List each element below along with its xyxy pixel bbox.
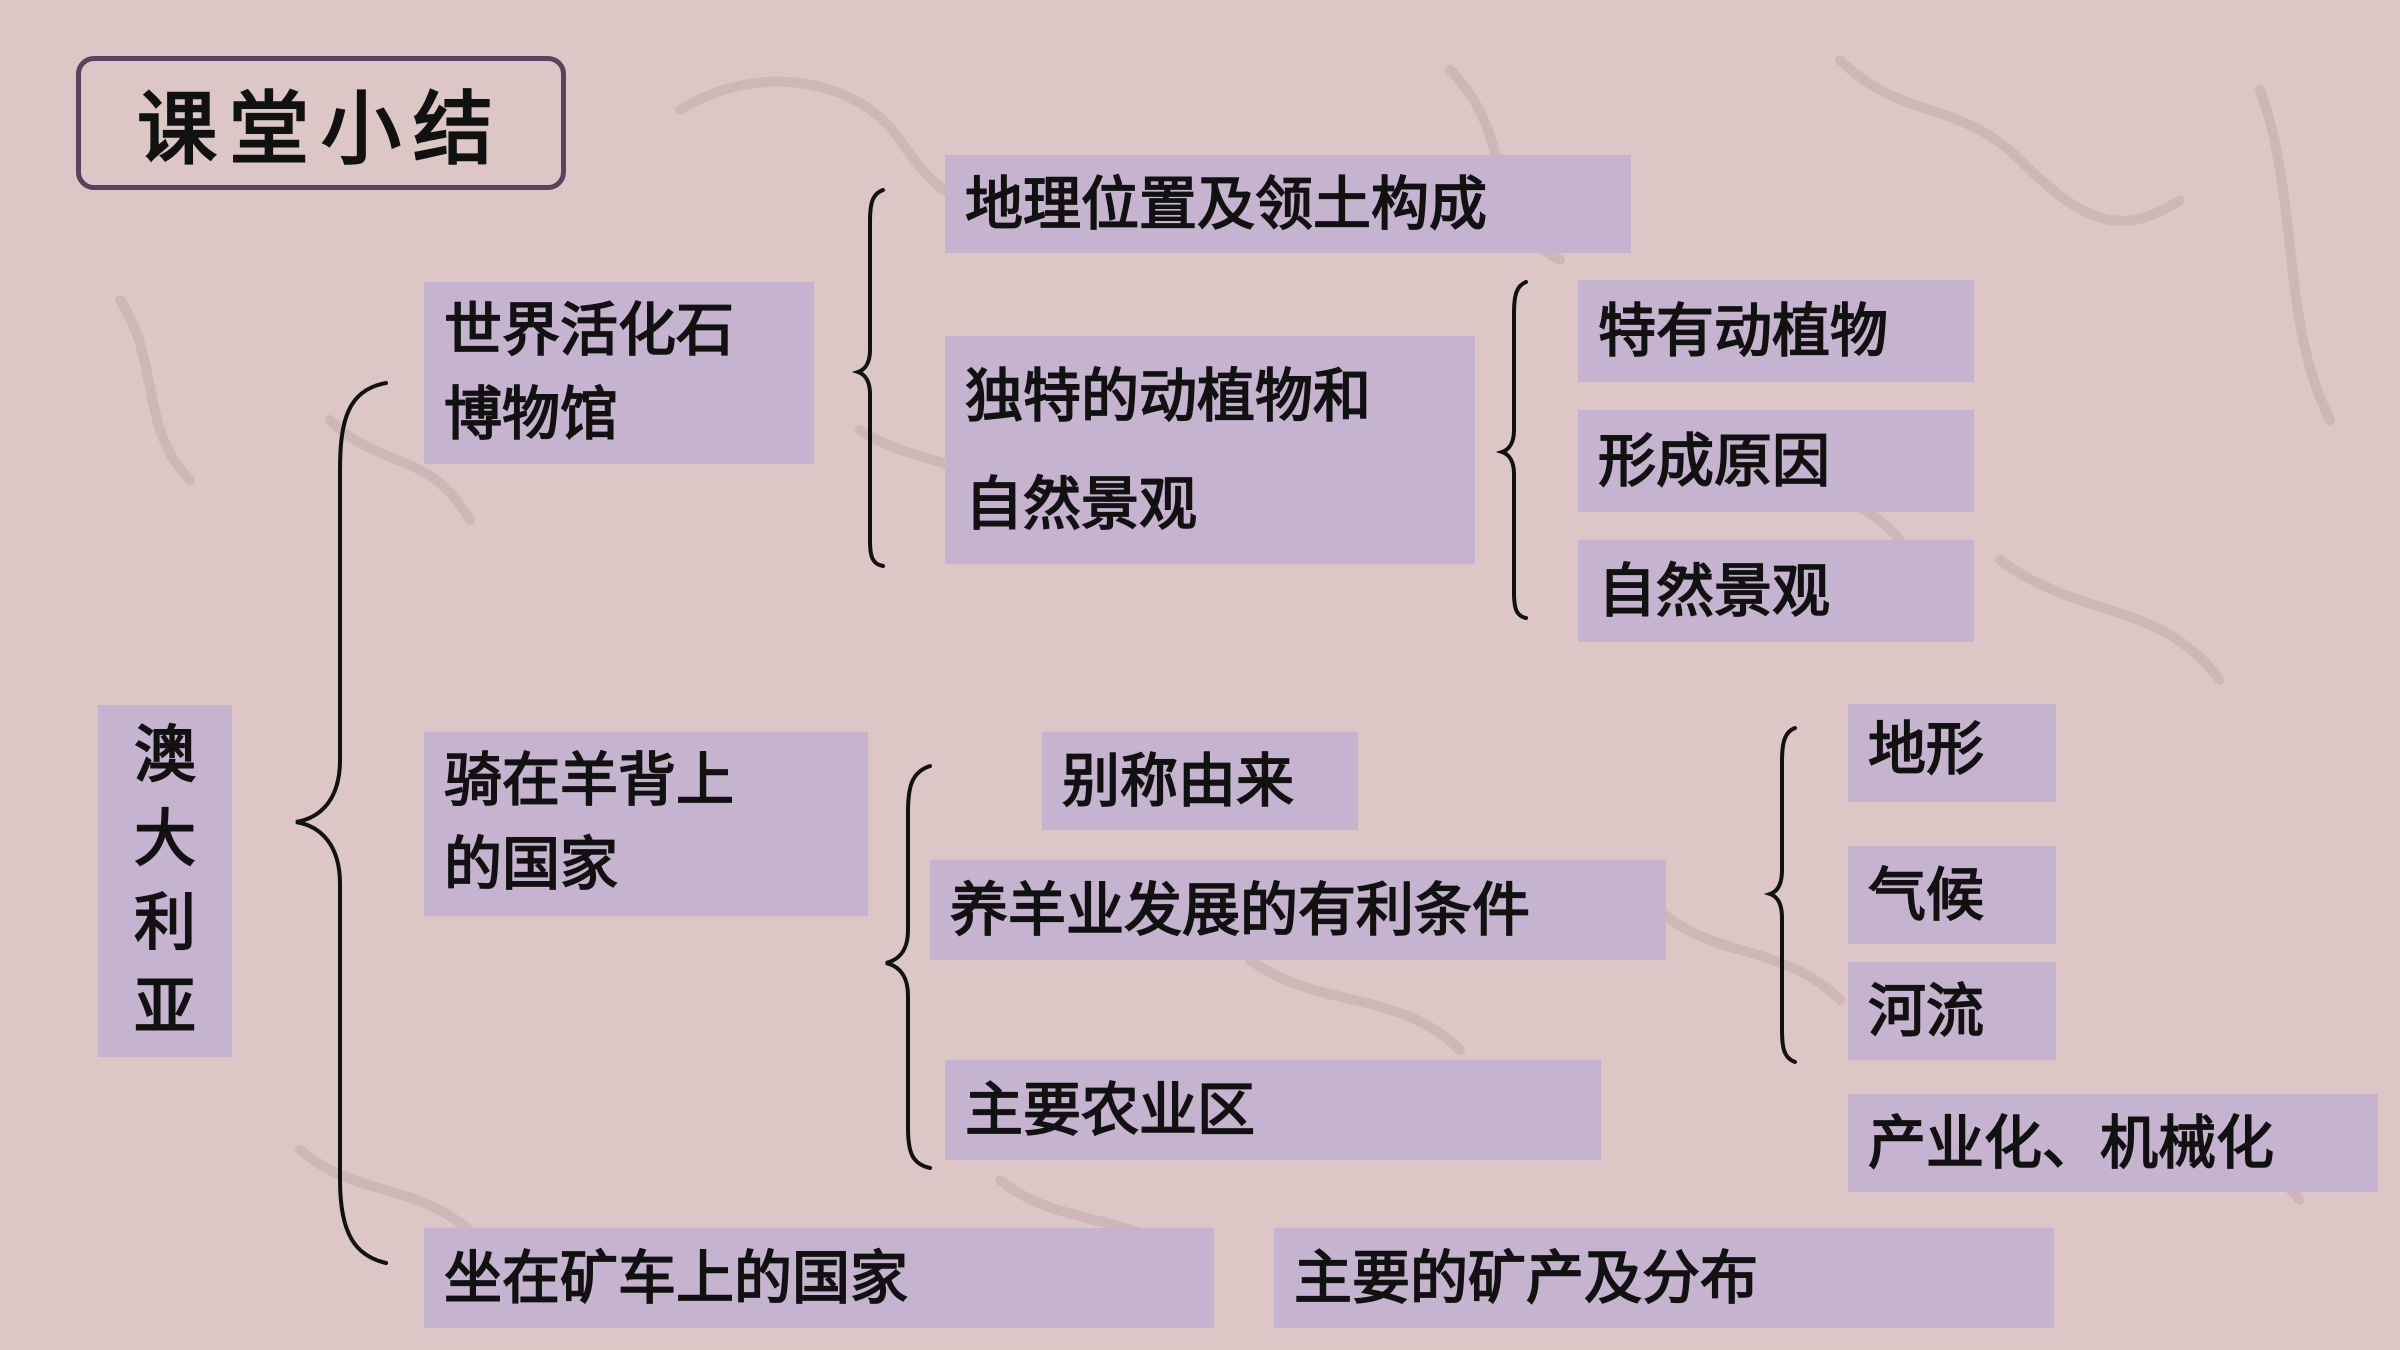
root-char: 大 bbox=[133, 802, 196, 875]
node-geo-position: 地理位置及领土构成 bbox=[945, 155, 1631, 253]
node-fossil-museum: 世界活化石 博物馆 bbox=[424, 282, 814, 464]
node-natural-landscape: 自然景观 bbox=[1578, 540, 1974, 642]
node-endemic-species: 特有动植物 bbox=[1578, 280, 1974, 382]
node-sheep-country-line1: 骑在羊背上 bbox=[444, 746, 735, 814]
node-agri-zone-label: 主要农业区 bbox=[965, 1076, 1256, 1144]
node-industrialization-label: 产业化、机械化 bbox=[1868, 1109, 2275, 1177]
title-box: 课堂小结 bbox=[76, 56, 566, 190]
node-terrain-label: 地形 bbox=[1868, 715, 1985, 783]
node-unique-line2: 自然景观 bbox=[965, 470, 1198, 538]
node-rivers: 河流 bbox=[1848, 962, 2056, 1060]
node-agri-zone: 主要农业区 bbox=[945, 1060, 1601, 1160]
node-unique-flora-fauna: 独特的动植物和 自然景观 bbox=[945, 336, 1475, 564]
node-geo-position-label: 地理位置及领土构成 bbox=[965, 170, 1488, 238]
node-rivers-label: 河流 bbox=[1868, 977, 1985, 1045]
node-climate-label: 气候 bbox=[1868, 861, 1985, 929]
node-nickname-origin: 别称由来 bbox=[1042, 732, 1358, 830]
node-industrialization: 产业化、机械化 bbox=[1848, 1094, 2378, 1192]
node-minerals-label: 主要的矿产及分布 bbox=[1294, 1244, 1759, 1312]
node-unique-line1: 独特的动植物和 bbox=[965, 362, 1372, 430]
node-minerals: 主要的矿产及分布 bbox=[1274, 1228, 2054, 1328]
node-sheep-country: 骑在羊背上 的国家 bbox=[424, 732, 868, 916]
root-char: 澳 bbox=[133, 718, 196, 791]
node-endemic-species-label: 特有动植物 bbox=[1598, 297, 1889, 365]
node-climate: 气候 bbox=[1848, 846, 2056, 944]
node-fossil-museum-line1: 世界活化石 bbox=[444, 296, 735, 364]
node-nickname-origin-label: 别称由来 bbox=[1062, 747, 1295, 815]
root-node-australia: 澳 大 利 亚 bbox=[98, 705, 232, 1057]
node-terrain: 地形 bbox=[1848, 704, 2056, 802]
node-mine-country: 坐在矿车上的国家 bbox=[424, 1228, 1214, 1328]
root-char: 利 bbox=[133, 886, 196, 959]
node-favorable-conditions: 养羊业发展的有利条件 bbox=[930, 860, 1666, 960]
node-mine-country-label: 坐在矿车上的国家 bbox=[444, 1244, 909, 1312]
node-fossil-museum-line2: 博物馆 bbox=[444, 380, 619, 448]
node-formation-cause-label: 形成原因 bbox=[1598, 427, 1831, 495]
node-natural-landscape-label: 自然景观 bbox=[1598, 557, 1831, 625]
node-favorable-conditions-label: 养羊业发展的有利条件 bbox=[950, 876, 1531, 944]
node-formation-cause: 形成原因 bbox=[1578, 410, 1974, 512]
root-char: 亚 bbox=[133, 970, 196, 1043]
slide-title: 课堂小结 bbox=[137, 82, 505, 176]
node-sheep-country-line2: 的国家 bbox=[444, 830, 619, 898]
